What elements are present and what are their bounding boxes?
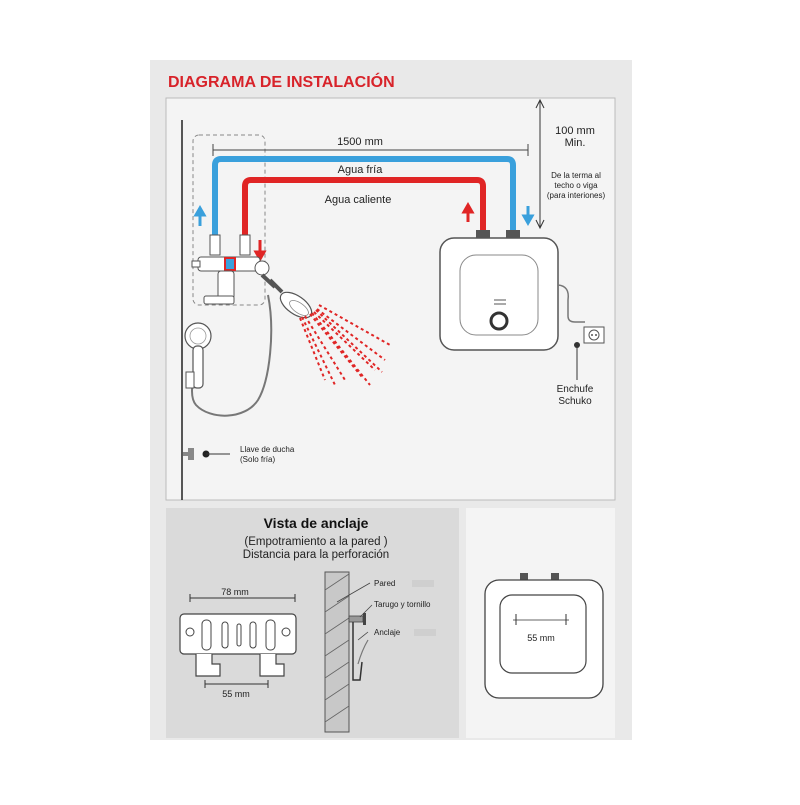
clearance-min: Min. <box>565 137 586 149</box>
anchor-subtitle-line1: (Empotramiento a la pared ) <box>244 536 387 548</box>
hot-flow-arrow-up <box>461 201 475 222</box>
socket-label-line2: Schuko <box>558 396 592 407</box>
plug-callout-line <box>359 604 373 618</box>
valve-label-line1: Llave de ducha <box>240 445 295 454</box>
plug-screw-icon <box>348 613 366 625</box>
anchor-title: Vista de anclaje <box>264 515 369 531</box>
socket-label-line1: Enchufe <box>557 384 594 395</box>
mounting-bracket-icon <box>179 613 297 677</box>
hot-water-pipe <box>242 177 486 250</box>
cold-water-pipe <box>212 156 516 250</box>
cold-flow-arrow-down <box>521 206 535 227</box>
anchor-hook <box>352 622 363 681</box>
clearance-value: 100 mm <box>555 125 595 137</box>
water-heater-icon <box>439 230 559 351</box>
clearance-arrow-bottom <box>535 219 545 230</box>
anchor-wire <box>357 639 369 665</box>
schuko-socket-icon <box>583 326 605 344</box>
clearance-note-line1: De la terma al <box>551 171 601 180</box>
wall-section <box>324 571 350 733</box>
shower-hose <box>191 294 273 417</box>
hand-shower-icon <box>184 322 212 389</box>
mixer-dashed-box <box>192 134 266 306</box>
hot-flow-arrow-down <box>253 240 267 263</box>
clearance-note-line3: (para interiones) <box>547 191 606 200</box>
heater-back-icon <box>484 573 604 699</box>
plug-label: Tarugo y tornillo <box>374 600 431 609</box>
water-spray <box>299 304 391 386</box>
back-spacing-label: 55 mm <box>527 633 555 643</box>
valve-label-line2: (Solo fría) <box>240 455 275 464</box>
anchor-callout-line <box>357 631 369 641</box>
anchor-subtitle-line2: Distancia para la perforación <box>243 549 389 561</box>
cold-water-label: Agua fría <box>338 164 384 176</box>
bracket-spacing-label: 55 mm <box>222 689 250 699</box>
wall-label-swatch <box>412 580 434 587</box>
valve-icon <box>183 448 194 460</box>
hot-water-label: Agua caliente <box>325 194 392 206</box>
wall-callout-line <box>336 582 371 603</box>
cold-flow-arrow-up <box>193 204 207 226</box>
pipe-length-label: 1500 mm <box>337 136 383 148</box>
page-title: DIAGRAMA DE INSTALACIÓN <box>168 72 395 91</box>
clearance-note-line2: techo o viga <box>554 181 598 190</box>
wall-label: Pared <box>374 579 395 588</box>
power-cable <box>557 284 585 323</box>
anchor-label: Anclaje <box>374 628 401 637</box>
bracket-width-label: 78 mm <box>221 587 249 597</box>
anchor-label-swatch <box>414 629 436 636</box>
clearance-arrow-top <box>535 98 545 109</box>
